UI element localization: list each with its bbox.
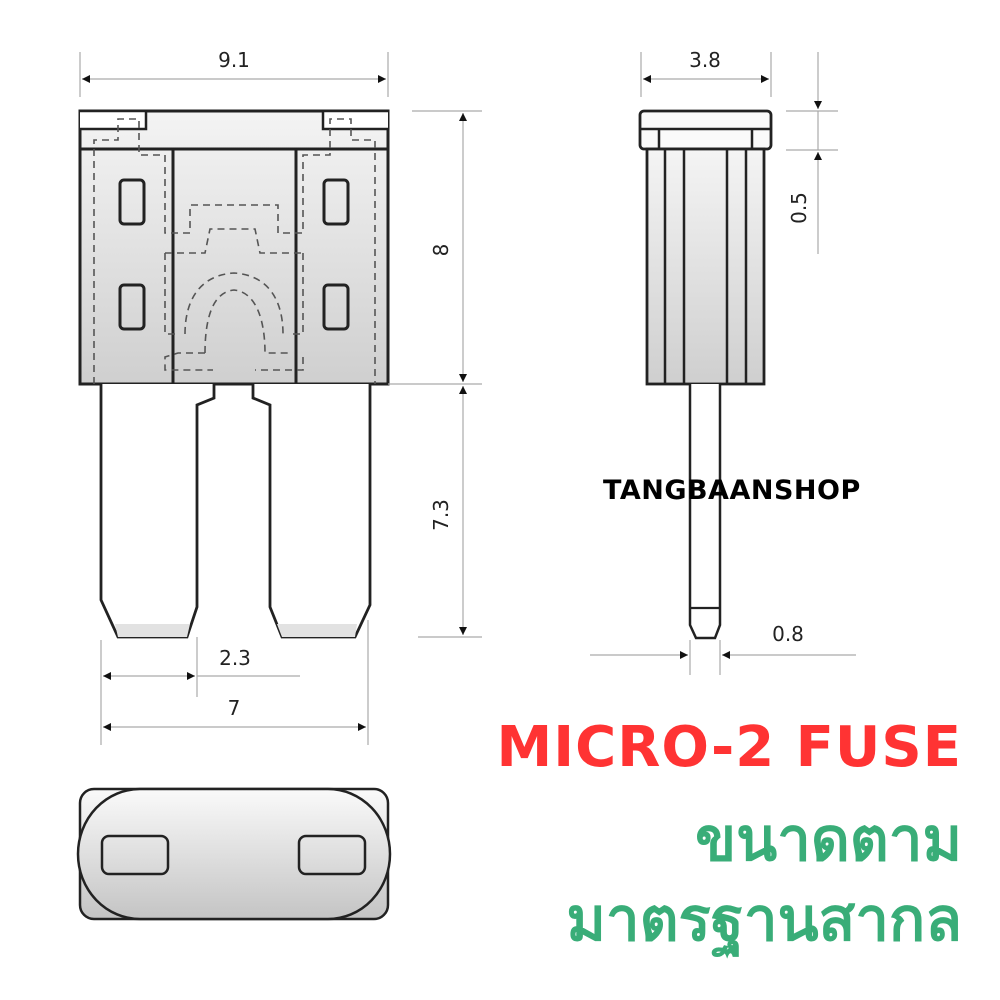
dim-cap-height	[786, 52, 838, 254]
label-blade-span: 7	[228, 696, 241, 720]
dim-front-width	[79, 52, 389, 97]
label-front-width: 9.1	[218, 48, 250, 72]
front-view	[78, 52, 482, 745]
dim-side-width	[640, 52, 772, 97]
shop-watermark: TANGBAANSHOP	[603, 475, 861, 506]
label-side-width: 3.8	[689, 48, 721, 72]
label-cap-height: 0.5	[787, 192, 811, 224]
label-blade-thickness: 0.8	[772, 622, 804, 646]
dim-body-height	[388, 110, 482, 385]
thai-subtitle-line2: มาตรฐานสากล	[566, 885, 962, 955]
thai-subtitle-line1: ขนาดตาม	[695, 805, 962, 875]
label-body-height: 8	[429, 244, 453, 257]
label-blade-length: 7.3	[429, 499, 453, 531]
product-title: MICRO-2 FUSE	[496, 715, 962, 780]
dim-blade-span	[103, 620, 369, 745]
dim-blade-thickness	[590, 640, 856, 675]
side-view	[590, 52, 856, 675]
dim-blade-width	[100, 637, 300, 745]
bottom-view	[76, 787, 392, 921]
label-blade-width: 2.3	[219, 646, 251, 670]
dim-blade-length	[418, 386, 482, 638]
